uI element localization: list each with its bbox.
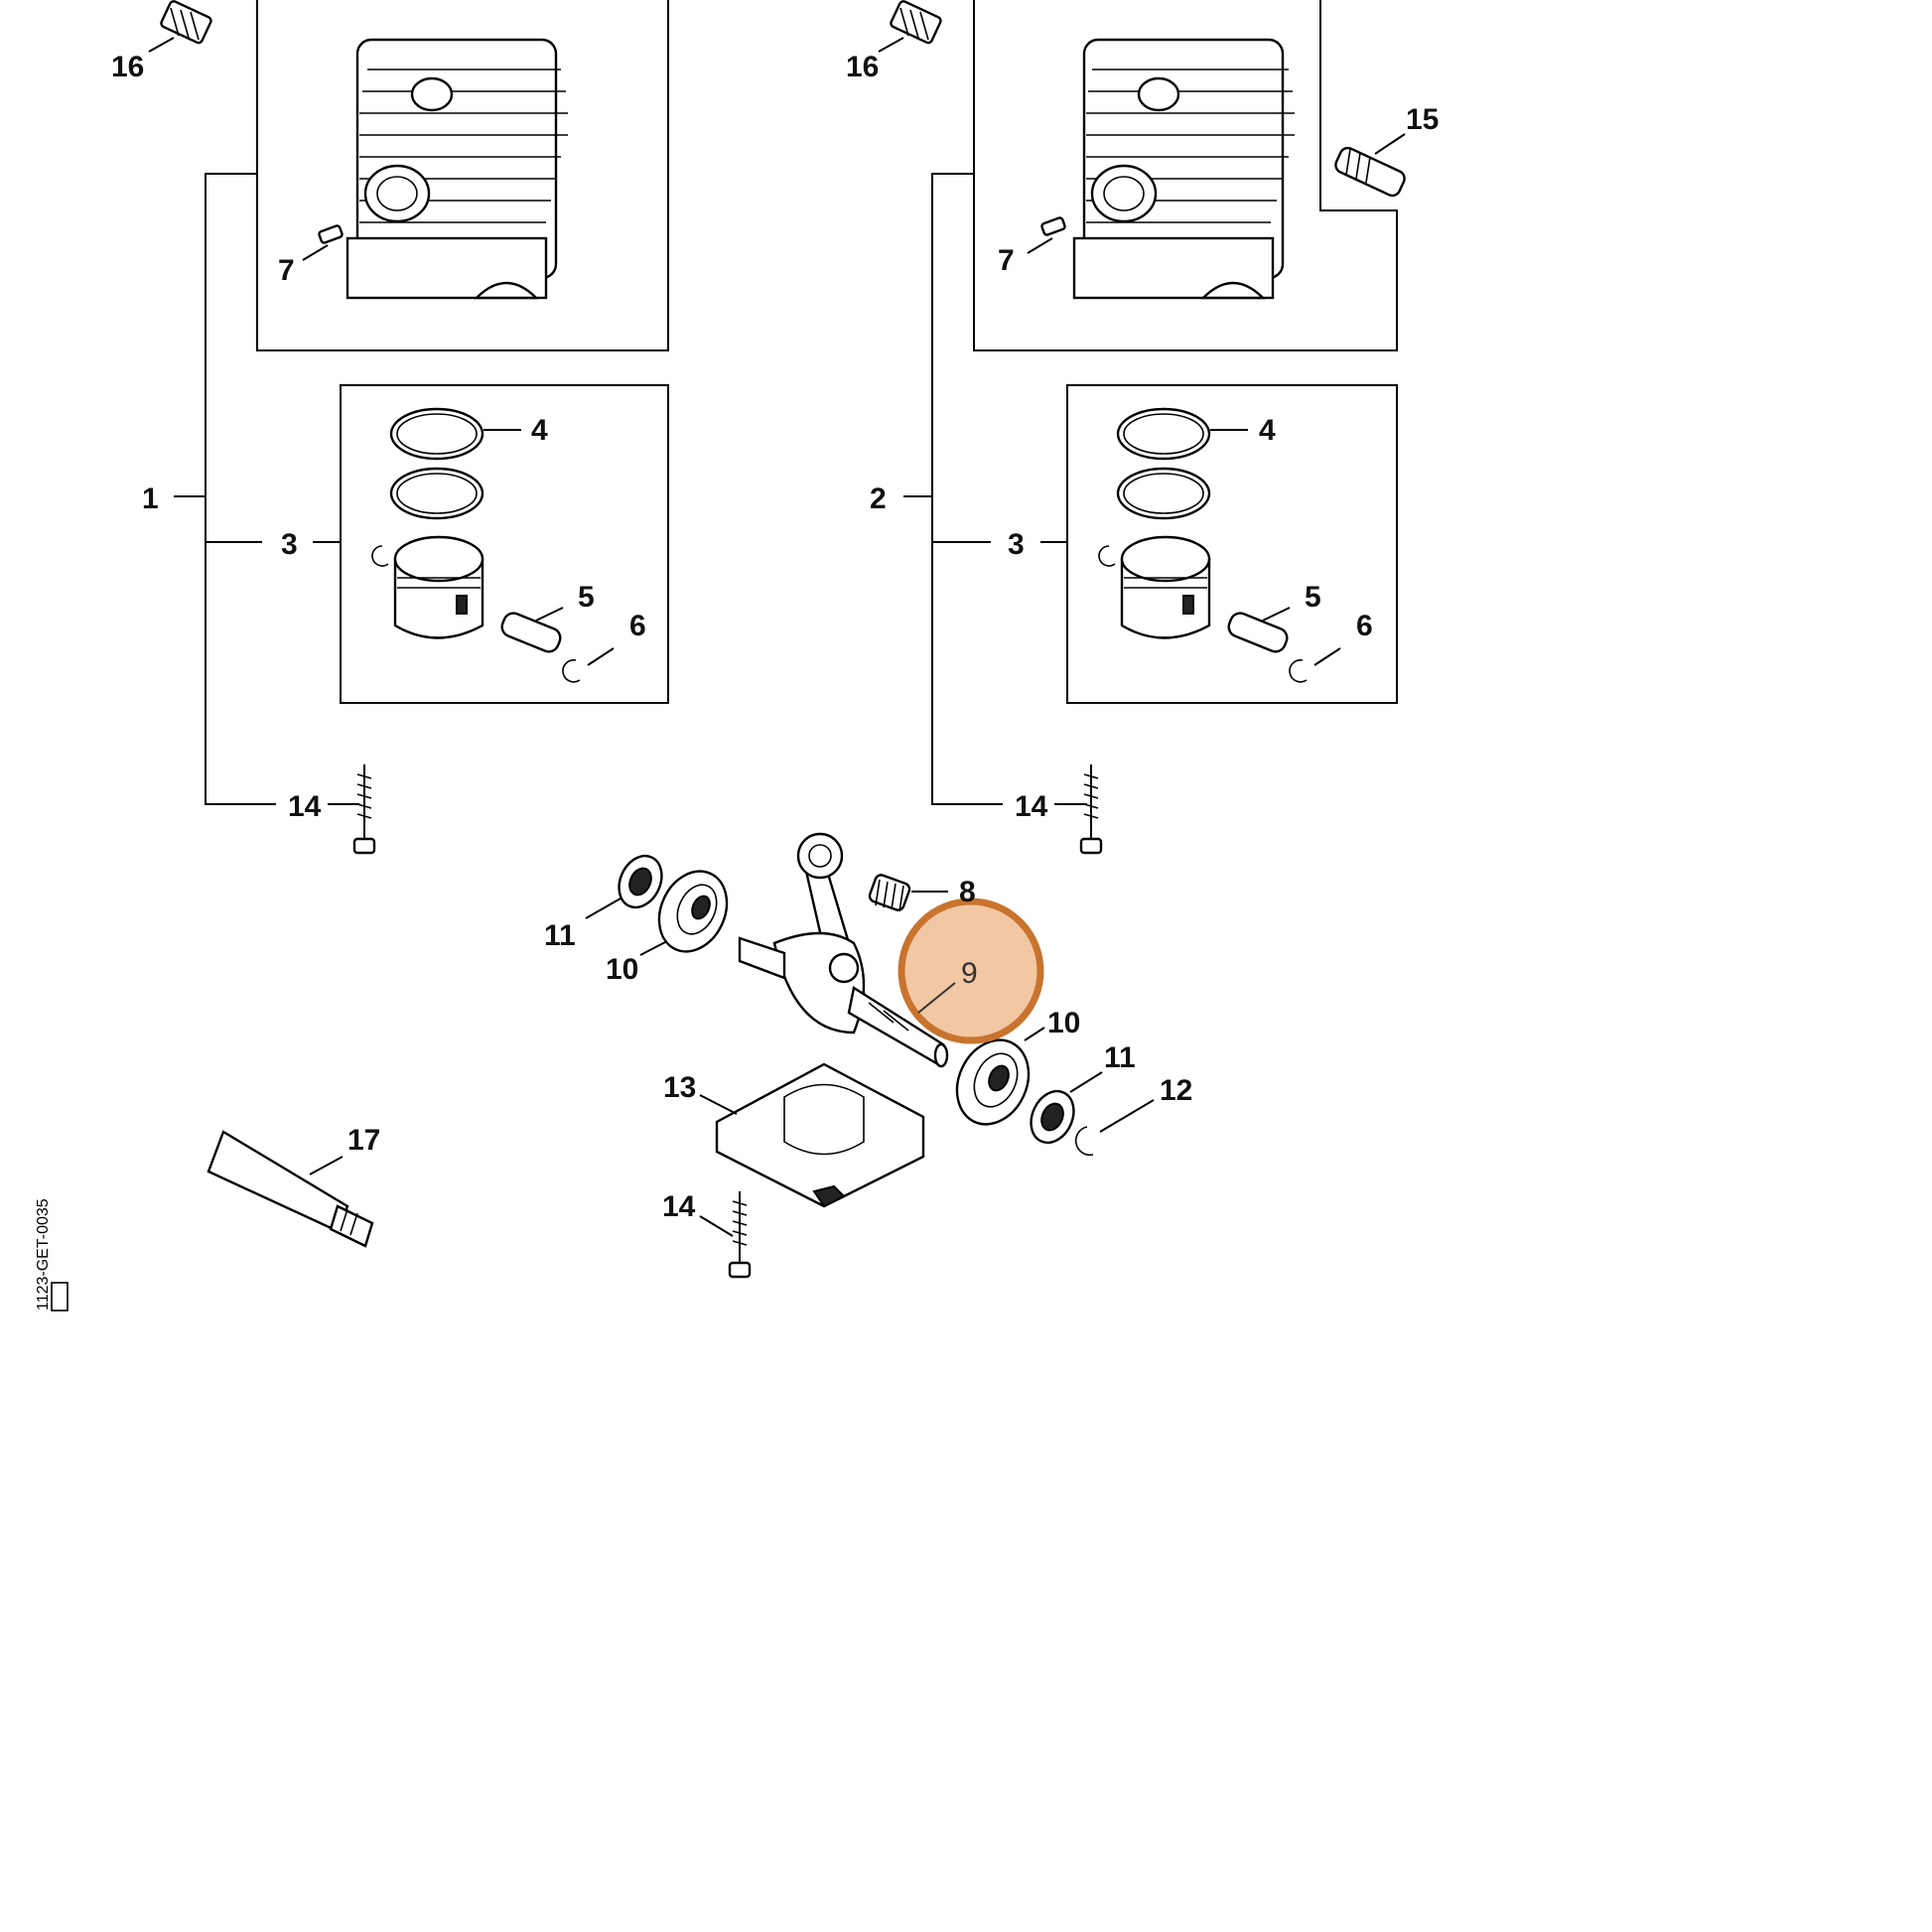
piston-icon	[393, 535, 484, 639]
callout-14: 14	[288, 790, 322, 823]
screw-icon	[1079, 764, 1103, 855]
callout-17: 17	[347, 1124, 380, 1157]
highlight-label: 9	[961, 957, 978, 990]
callout-16: 16	[846, 51, 879, 83]
cylinder-frame-right	[973, 0, 1398, 351]
screw-icon	[728, 1191, 752, 1279]
valve-icon	[1040, 216, 1066, 236]
callout-3: 3	[1008, 528, 1025, 561]
callout-4: 4	[1259, 414, 1276, 447]
callout-4: 4	[531, 414, 548, 447]
decompression-valve-icon	[1334, 146, 1406, 198]
oil-seal-icon	[618, 854, 663, 909]
drawing-code: 1123-GET-0035	[35, 1198, 52, 1311]
piston-frame-right	[1066, 384, 1398, 704]
piston-pin-icon	[1227, 612, 1289, 653]
callout-5: 5	[1305, 581, 1321, 614]
callout-7: 7	[278, 254, 295, 287]
code-box	[51, 1282, 69, 1311]
screw-icon	[352, 764, 376, 855]
cylinder-frame-left	[256, 0, 669, 351]
piston-icon	[1120, 535, 1211, 639]
piston-ring-icon	[389, 407, 484, 461]
highlight-marker[interactable]	[897, 897, 1044, 1044]
plug-icon	[160, 0, 212, 45]
callout-16: 16	[111, 51, 144, 83]
circlip-icon	[562, 659, 581, 683]
callout-2: 2	[870, 483, 887, 515]
bracket-left	[205, 173, 276, 805]
ball-bearing-icon	[955, 1038, 1031, 1126]
callout-10: 10	[1047, 1007, 1080, 1039]
callout-8: 8	[959, 876, 976, 908]
piston-ring-icon	[1116, 467, 1211, 520]
callout-6: 6	[629, 610, 646, 642]
callout-1: 1	[142, 483, 159, 515]
cylinder-icon	[345, 38, 568, 300]
callout-13: 13	[663, 1071, 696, 1104]
callout-5: 5	[578, 581, 595, 614]
plug-icon	[890, 0, 942, 45]
piston-ring-icon	[389, 467, 484, 520]
ball-bearing-icon	[657, 870, 729, 953]
cylinder-icon	[1072, 38, 1295, 300]
circlip-icon	[1289, 659, 1308, 683]
grease-tube-icon	[207, 1130, 374, 1248]
needle-cage-icon	[868, 874, 911, 912]
piston-ring-icon	[1116, 407, 1211, 461]
callout-15: 15	[1406, 103, 1439, 136]
bracket-right	[931, 173, 1003, 805]
piston-frame-left	[340, 384, 669, 704]
circlip-icon	[1074, 1126, 1094, 1157]
callout-3: 3	[281, 528, 298, 561]
callout-14: 14	[1015, 790, 1048, 823]
crankcase-icon	[715, 1062, 925, 1208]
callout-14: 14	[662, 1190, 696, 1223]
callout-7: 7	[998, 244, 1015, 277]
callout-11: 11	[544, 919, 576, 952]
callout-6: 6	[1356, 610, 1373, 642]
crankshaft-icon	[738, 832, 949, 1068]
callout-12: 12	[1160, 1074, 1192, 1107]
circlip-icon	[371, 545, 389, 567]
callout-10: 10	[606, 953, 638, 986]
circlip-icon	[1098, 545, 1116, 567]
valve-icon	[318, 224, 344, 244]
piston-pin-icon	[500, 612, 562, 653]
callout-11: 11	[1104, 1041, 1136, 1074]
oil-seal-icon	[1030, 1089, 1075, 1145]
